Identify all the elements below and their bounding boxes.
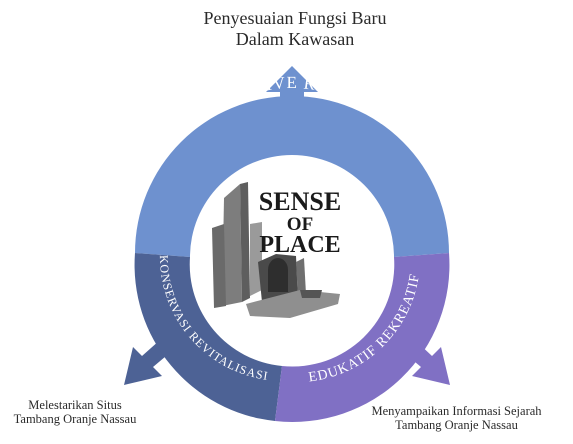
bottom-right-caption: Menyampaikan Informasi Sejarah Tambang O… (340, 404, 573, 433)
bottom-right-caption-line2: Tambang Oranje Nassau (395, 418, 518, 433)
top-caption-line1: Penyesuaian Fungsi Baru (203, 8, 387, 28)
top-caption-line2: Dalam Kawasan (235, 28, 355, 49)
up-arrow (266, 66, 318, 112)
center-text-of: OF (287, 214, 313, 235)
center-text-place: PLACE (259, 232, 340, 258)
ruin-illustration (212, 182, 340, 318)
down-left-arrow (124, 340, 172, 385)
bottom-right-caption-line1: Menyampaikan Informasi Sejarah (371, 404, 542, 418)
bottom-left-caption-line2: Tambang Oranje Nassau (13, 412, 137, 427)
ring-segment-edukatif-rekreatif (275, 253, 450, 422)
bottom-left-caption-line1: Melestarikan Situs (28, 398, 122, 412)
center-text-sense: SENSE (259, 187, 341, 216)
bottom-left-caption: Melestarikan Situs Tambang Oranje Nassau (0, 398, 150, 427)
ring-segment-adaptive-reuse (135, 96, 449, 257)
ring-segment-konservasi-revitalisasi (134, 253, 282, 421)
top-caption: Penyesuaian Fungsi Baru Dalam Kawasan (150, 8, 440, 49)
